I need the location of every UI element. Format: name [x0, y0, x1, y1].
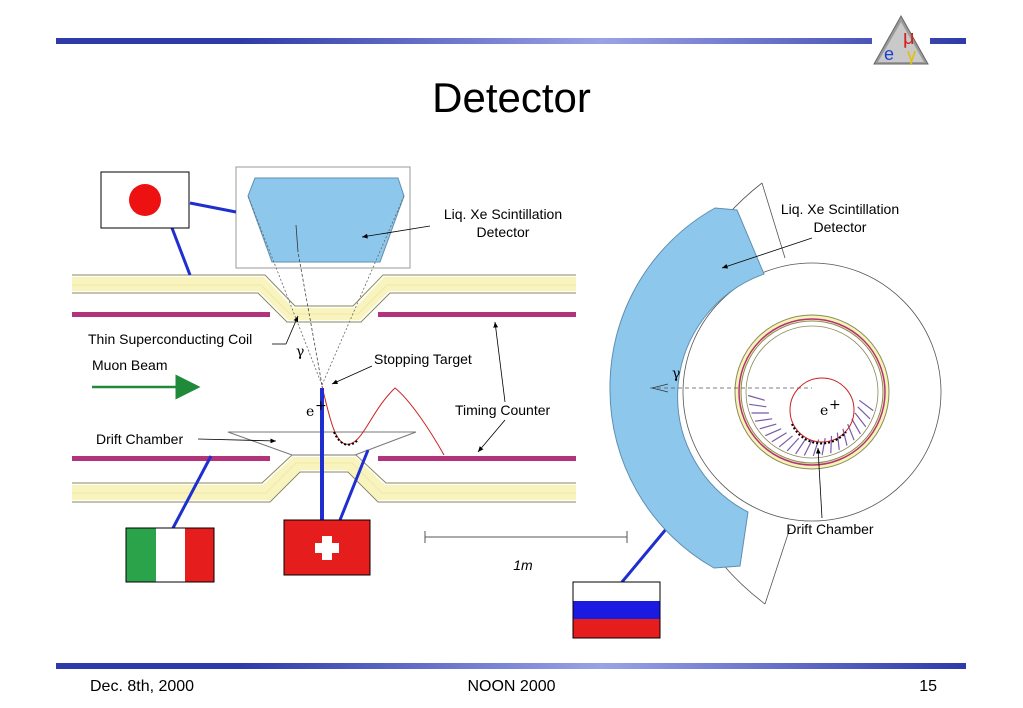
upper-coil: [72, 274, 576, 323]
label-drift-chamber-side: Drift Chamber: [96, 431, 183, 447]
positron-track-end: [789, 377, 855, 443]
drift-cell: [759, 423, 777, 430]
drift-cell: [830, 435, 833, 454]
drift-cell: [821, 437, 826, 456]
drift-cell: [747, 394, 765, 401]
label-drift-chamber-end: Drift Chamber: [786, 521, 873, 537]
scale-bar: [424, 531, 628, 543]
label-xenon-side-1: Liq. Xe Scintillation: [444, 206, 562, 222]
label-scale: 1m: [513, 557, 533, 573]
drift-cell: [858, 399, 874, 412]
label-gamma-side: γ: [296, 344, 304, 360]
drift-cell: [749, 403, 767, 408]
drift-cell: [851, 418, 861, 435]
label-positron-side: e: [306, 404, 314, 420]
magnet-outer-end: [682, 262, 942, 522]
label-timing-counter: Timing Counter: [455, 402, 551, 418]
label-gamma-end: γ: [672, 366, 680, 382]
drift-cell: [842, 428, 848, 446]
drift-cell: [857, 406, 871, 420]
footer-page-number: 15: [919, 678, 937, 695]
flag-italy: [125, 527, 215, 583]
bottom-rule: [56, 663, 966, 669]
footer-event: NOON 2000: [467, 678, 556, 695]
drift-cell: [795, 439, 806, 455]
drift-cell: [786, 437, 800, 452]
drift-cell: [754, 418, 773, 422]
logo-gamma: γ: [907, 45, 916, 65]
label-positron-side-plus: +: [315, 398, 327, 414]
slide-title: Detector: [432, 74, 591, 121]
meg-logo-icon: μ e γ: [872, 14, 930, 66]
flag-japan: [100, 171, 190, 229]
drift-cell: [812, 439, 820, 457]
drift-cell: [771, 432, 787, 443]
timing-counters: [72, 312, 576, 461]
label-muon-beam: Muon Beam: [92, 357, 167, 373]
drift-cell: [803, 439, 813, 456]
positron-track-side: [321, 385, 445, 456]
logo-e: e: [884, 44, 894, 64]
flag-switzerland: [283, 519, 371, 576]
drift-cell: [765, 428, 782, 437]
label-stopping-target: Stopping Target: [374, 351, 472, 367]
label-positron-end: e: [820, 403, 828, 419]
drift-cell: [778, 435, 793, 448]
label-xenon-side-2: Detector: [477, 224, 530, 240]
xenon-volume-end: [609, 207, 765, 569]
top-rule: [56, 38, 966, 44]
label-xenon-end-2: Detector: [814, 219, 867, 235]
footer-date: Dec. 8th, 2000: [90, 678, 195, 695]
xenon-cryostat: [235, 166, 411, 269]
drift-chamber-side: [227, 431, 417, 456]
drift-cell: [836, 432, 840, 450]
drift-cell: [854, 412, 867, 428]
logo-mu: μ: [903, 27, 915, 49]
label-coil: Thin Superconducting Coil: [88, 331, 252, 347]
label-positron-end-plus: +: [829, 397, 841, 413]
xenon-volume-side: [247, 177, 405, 263]
flag-russia: [572, 581, 661, 639]
label-xenon-end-1: Liq. Xe Scintillation: [781, 201, 899, 217]
drift-chamber-cells: [747, 394, 874, 457]
